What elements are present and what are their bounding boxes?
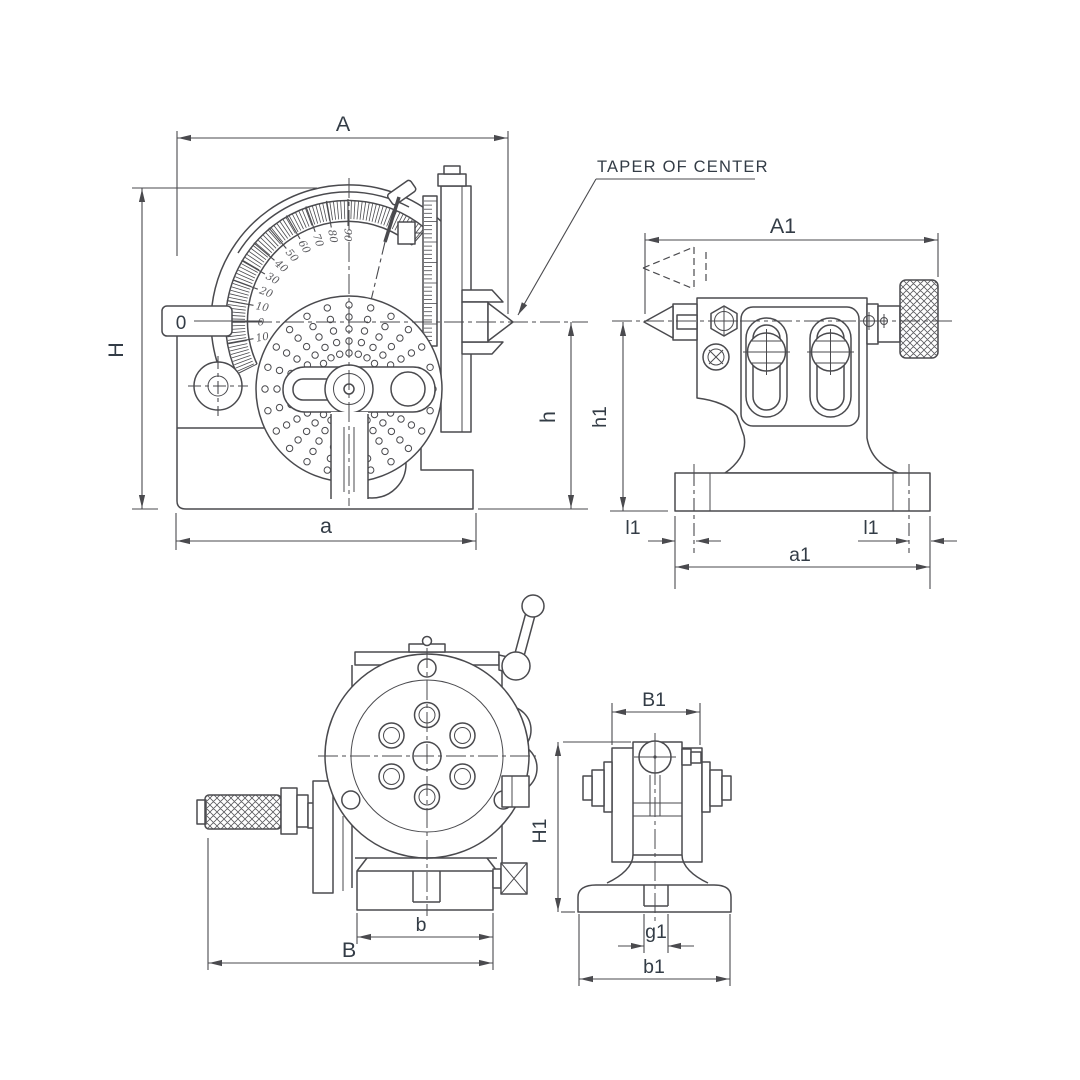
dial-numeral: 20 <box>257 284 275 300</box>
dividing-head-front-view <box>196 594 545 916</box>
housing-cover-arc <box>237 191 410 254</box>
dim-label-a1: a1 <box>789 544 811 566</box>
vernier-zero-label: 0 <box>176 313 187 334</box>
dimension-l1-left: l1 <box>625 516 721 589</box>
dial-major-ticks <box>225 199 349 344</box>
dim-label-A1: A1 <box>770 214 796 238</box>
dimension-l1-right: l1 <box>858 516 957 589</box>
base-slot <box>643 885 669 907</box>
column-side-bolt <box>681 748 702 766</box>
dim-label-l1-left: l1 <box>625 517 640 539</box>
column-slot <box>633 775 682 817</box>
dimension-B: B <box>207 838 494 970</box>
clamp-handle-lever <box>498 594 545 681</box>
clamp-slot-right <box>807 317 854 418</box>
dim-label-h1: h1 <box>589 406 611 428</box>
dimension-a: a <box>175 513 477 550</box>
dimension-a1: a1 <box>675 544 930 568</box>
dial-numeral: 30 <box>264 270 282 287</box>
dimension-H: H <box>104 187 317 510</box>
dim-label-H: H <box>104 342 128 358</box>
dial-numeral: 10 <box>255 330 271 344</box>
dimension-arrowheads <box>138 134 944 983</box>
main-body-base-outline <box>176 336 474 510</box>
right-pivot-bolt <box>701 761 732 813</box>
dimension-h: h <box>478 322 588 510</box>
dim-label-b: b <box>416 914 427 936</box>
dim-label-A: A <box>336 112 351 136</box>
tailstock-front-view <box>577 733 732 921</box>
dimension-H1: H1 <box>529 741 631 913</box>
dimension-h1: h1 <box>589 322 668 512</box>
taper-of-center-callout: TAPER OF CENTER <box>517 158 769 316</box>
dimension-b1: b1 <box>578 914 731 986</box>
cross-screw <box>702 343 730 371</box>
dim-label-H1: H1 <box>529 819 551 844</box>
locking-bolt <box>188 356 248 416</box>
tailstock-center-point <box>643 303 698 341</box>
dimension-A1: A1 <box>644 214 939 314</box>
dim-label-g1: g1 <box>645 921 667 943</box>
dial-numeral: 80 <box>325 229 339 245</box>
callout-label: TAPER OF CENTER <box>597 158 769 176</box>
top-bolt <box>421 635 433 647</box>
vertical-ruler-ticks <box>424 200 437 341</box>
side-clamp-block <box>501 775 530 808</box>
dimension-b: b <box>356 913 493 944</box>
bottom-saddle <box>355 857 498 911</box>
sector-arm <box>282 364 436 414</box>
left-pivot-bolt <box>582 761 613 813</box>
dim-label-B1: B1 <box>642 689 666 711</box>
dimension-g1: g1 <box>618 914 694 953</box>
vernier-zero-block: 0 <box>161 305 262 337</box>
quill-shaft <box>877 305 901 343</box>
dial-numeral: 60 <box>296 238 313 256</box>
column-flare-left <box>606 854 634 884</box>
tailstock-side-view <box>612 246 952 553</box>
dim-label-b1: b1 <box>643 956 665 978</box>
dim-label-B: B <box>342 938 356 962</box>
dim-label-a: a <box>320 514 332 538</box>
corner-knob <box>492 862 528 895</box>
taper-symbol <box>642 246 707 290</box>
dim-label-h: h <box>536 411 560 423</box>
dimension-B1: B1 <box>611 689 701 745</box>
dim-label-l1-right: l1 <box>863 517 878 539</box>
dial-numeral: 10 <box>255 300 271 314</box>
crank-handle <box>196 780 344 894</box>
clamp-lever <box>383 179 417 243</box>
knurled-handwheel <box>899 279 939 359</box>
dial-numeral: 90 <box>342 228 354 242</box>
clamp-slot-left <box>743 317 790 418</box>
column-flare-right <box>681 854 709 884</box>
dial-numeral: 70 <box>310 232 326 249</box>
tailstock-base <box>674 464 931 553</box>
spindle-housing <box>397 165 472 433</box>
dimension-A: A <box>176 112 509 314</box>
plate-bottom-slot <box>330 412 369 500</box>
